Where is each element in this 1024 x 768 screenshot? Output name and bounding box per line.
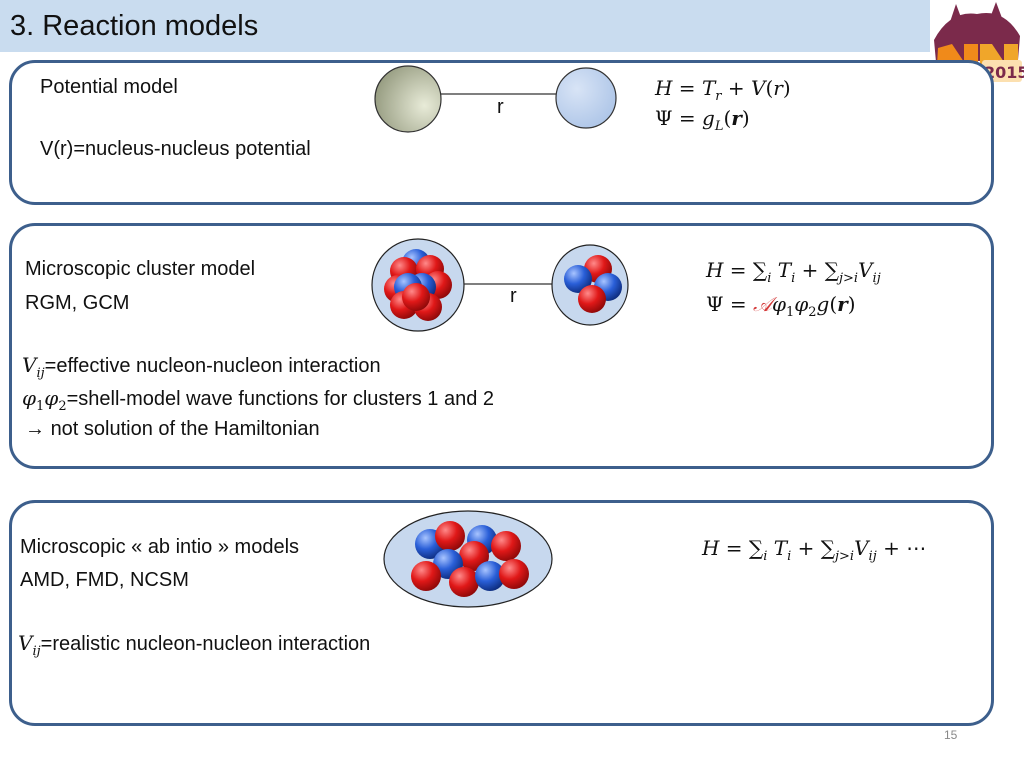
proton bbox=[449, 567, 479, 597]
neutron bbox=[564, 265, 592, 293]
vij-definition: Vij=effective nucleon-nucleon interactio… bbox=[22, 353, 381, 381]
ab-initio-hamiltonian: H = ∑i Ti + ∑j>iVij + ⋯ bbox=[702, 536, 927, 564]
svg-text:2015: 2015 bbox=[984, 63, 1024, 82]
proton bbox=[435, 521, 465, 551]
wavefunction-equation: Ψ = gL(r) bbox=[655, 106, 750, 134]
neutron bbox=[475, 561, 505, 591]
page-number: 15 bbox=[944, 728, 958, 742]
slide-title: 3. Reaction models bbox=[10, 10, 259, 42]
proton bbox=[499, 559, 529, 589]
cluster-model-heading: Microscopic cluster model bbox=[25, 258, 256, 280]
ab-initio-nucleus-diagram bbox=[383, 510, 553, 608]
potential-model-heading: Potential model bbox=[40, 76, 178, 98]
cluster-distance-label: r bbox=[510, 285, 517, 307]
ab-initio-heading: Microscopic « ab intio » models bbox=[20, 536, 300, 558]
hamiltonian-note: → not solution of the Hamiltonian bbox=[25, 418, 320, 440]
cluster-model-panel bbox=[9, 223, 994, 469]
phi-definition: φ1φ2=shell-model wave functions for clus… bbox=[22, 386, 495, 414]
hamiltonian-equation: H = Tr + V(r) bbox=[655, 76, 791, 104]
nucleus-1 bbox=[374, 65, 442, 133]
cluster-methods: RGM, GCM bbox=[25, 292, 130, 314]
realistic-vij-definition: Vij=realistic nucleon-nucleon interactio… bbox=[18, 631, 371, 659]
cluster-hamiltonian: H = ∑i Ti + ∑j>iVij bbox=[706, 258, 881, 286]
proton bbox=[491, 531, 521, 561]
potential-model-panel bbox=[9, 60, 994, 205]
proton bbox=[402, 283, 430, 311]
arrow-icon: → bbox=[25, 418, 45, 440]
proton bbox=[578, 285, 606, 313]
nucleus-2 bbox=[555, 67, 617, 129]
distance-label: r bbox=[497, 96, 504, 118]
proton bbox=[411, 561, 441, 591]
cluster-wavefunction: Ψ = 𝒜φ1φ2g(r) bbox=[706, 292, 856, 320]
proton bbox=[459, 541, 489, 571]
cluster-diagram bbox=[371, 238, 629, 332]
potential-description: V(r)=nucleus-nucleus potential bbox=[40, 138, 311, 160]
ab-initio-methods: AMD, FMD, NCSM bbox=[20, 569, 189, 591]
title-bar bbox=[0, 0, 930, 52]
two-nucleus-diagram bbox=[374, 65, 617, 133]
